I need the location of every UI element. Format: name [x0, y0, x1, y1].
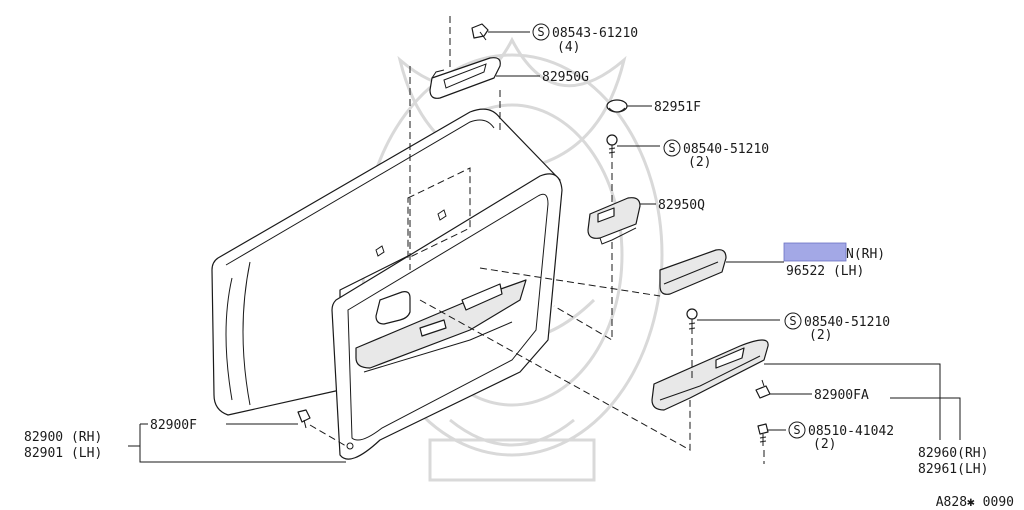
label-armrest-cover-rh: N(RH)	[846, 247, 885, 262]
switch-bezel	[587, 197, 641, 245]
fastener-fa-icon	[755, 379, 771, 399]
s-symbol-icon	[663, 139, 681, 157]
door-clip-icon	[297, 409, 311, 429]
label-screw-top: 08543-61210	[552, 26, 638, 41]
label-screw-mid: 08540-51210	[683, 142, 769, 157]
s-symbol-icon	[784, 312, 802, 330]
upper-pull-handle	[429, 57, 501, 99]
armrest	[651, 339, 769, 411]
armrest-cover	[659, 249, 727, 295]
screw-lower-icon	[686, 308, 698, 334]
part-labels: S 08543-61210 (4) 82950G 82951F S 08540-…	[24, 23, 1014, 510]
label-screw-lower: 08540-51210	[804, 315, 890, 330]
s-symbol: S	[668, 141, 675, 155]
label-upper-handle: 82950G	[542, 70, 589, 85]
label-door-trim-rh: 82900 (RH)	[24, 430, 102, 445]
label-clip-cap: 82951F	[654, 100, 701, 115]
qty-screw-mid: (2)	[688, 155, 711, 170]
diagram-code: A828✱ 0090	[936, 495, 1014, 510]
alignment-lines	[309, 16, 765, 464]
label-screw-bottom: 08510-41042	[808, 424, 894, 439]
screw-top-icon	[471, 23, 489, 41]
door-trim-panel	[211, 108, 563, 460]
watermark-emblem	[360, 36, 664, 482]
screw-bottom-icon	[757, 423, 769, 446]
label-armrest-rh: 82960(RH)	[918, 446, 988, 461]
qty-screw-bottom: (2)	[813, 437, 836, 452]
label-door-trim-lh: 82901 (LH)	[24, 446, 102, 461]
redacted-part-number	[783, 242, 847, 262]
label-armrest-lh: 82961(LH)	[918, 462, 988, 477]
s-symbol-icon	[788, 421, 806, 439]
qty-screw-lower: (2)	[809, 328, 832, 343]
s-symbol: S	[537, 25, 544, 39]
screw-mid-icon	[606, 134, 618, 158]
label-armrest-cover-lh: 96522 (LH)	[786, 264, 864, 279]
leader-lines	[128, 31, 961, 463]
label-fastener-fa: 82900FA	[814, 388, 869, 403]
qty-screw-top: (4)	[557, 40, 580, 55]
s-symbol: S	[793, 423, 800, 437]
s-symbol: S	[789, 314, 796, 328]
label-door-clip: 82900F	[150, 418, 197, 433]
label-switch-bezel: 82950Q	[658, 198, 705, 213]
s-symbol-icon	[532, 23, 550, 41]
clip-cap-icon	[606, 99, 628, 113]
